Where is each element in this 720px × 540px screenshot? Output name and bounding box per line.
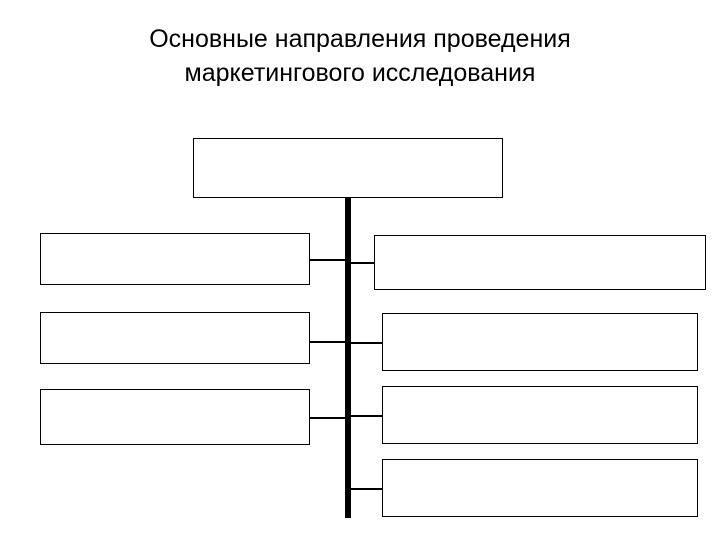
page-title: Основные направления проведения маркетин… <box>149 25 571 87</box>
connector-right-1 <box>350 262 374 264</box>
connector-right-4 <box>350 488 382 490</box>
connector-left-1 <box>310 259 346 261</box>
root-box[interactable] <box>193 138 503 198</box>
left-box-2[interactable] <box>40 312 310 364</box>
right-box-3[interactable] <box>382 386 698 444</box>
connector-right-2 <box>350 342 382 344</box>
right-box-2[interactable] <box>382 313 698 371</box>
left-box-3[interactable] <box>40 389 310 445</box>
connector-left-2 <box>310 341 346 343</box>
right-box-4[interactable] <box>382 459 698 517</box>
trunk-line <box>345 198 351 518</box>
left-box-1[interactable] <box>40 233 310 285</box>
connector-left-3 <box>310 417 346 419</box>
right-box-1[interactable] <box>374 235 706 290</box>
connector-right-3 <box>350 415 382 417</box>
